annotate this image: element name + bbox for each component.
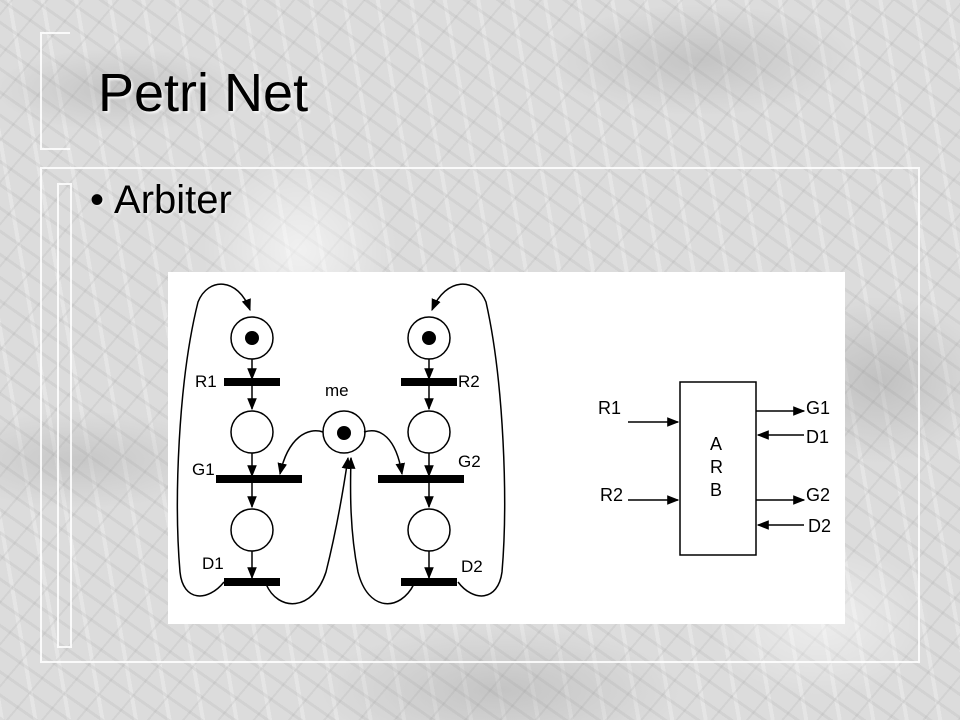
token-2 <box>422 331 436 345</box>
arbiter-letter-a: A <box>710 434 722 454</box>
decorative-frame-content <box>40 167 920 663</box>
arbiter-block: A R B R1 R2 G1 D1 G2 D2 <box>598 381 831 556</box>
diagram-panel: R1 R2 G1 G2 D1 D2 me A R B R1 R2 G1 D1 G <box>168 272 845 624</box>
label-d1: D1 <box>202 554 224 573</box>
arbiter-letter-b: B <box>710 480 722 500</box>
token-1 <box>245 331 259 345</box>
arbiter-input-r1: R1 <box>598 398 621 418</box>
decorative-frame-top <box>40 32 70 150</box>
bullet-text: Arbiter <box>114 178 232 222</box>
transition-d1 <box>224 578 280 586</box>
label-d2: D2 <box>461 557 483 576</box>
arbiter-input-r2: R2 <box>600 485 623 505</box>
arbiter-letter-r: R <box>710 457 723 477</box>
place-g1-pre <box>230 410 274 454</box>
place-g2-pre <box>407 410 451 454</box>
place-d1-pre <box>230 508 274 552</box>
tokens <box>245 331 436 440</box>
arbiter-input-d2: D2 <box>808 516 831 536</box>
transition-g2 <box>378 475 464 483</box>
petri-net-right-half <box>345 283 506 605</box>
transitions <box>216 378 464 586</box>
petri-net-diagram: R1 R2 G1 G2 D1 D2 me A R B R1 R2 G1 D1 G <box>176 283 831 605</box>
label-me: me <box>325 381 349 400</box>
arbiter-input-d1: D1 <box>806 427 829 447</box>
token-me <box>337 426 351 440</box>
decorative-frame-left-bar <box>57 183 72 648</box>
bullet-dot-icon: • <box>90 178 105 222</box>
transition-r1 <box>224 378 280 386</box>
transition-d2 <box>401 578 457 586</box>
label-g2: G2 <box>458 452 481 471</box>
arbiter-output-g2: G2 <box>806 485 830 505</box>
petri-net-left-half <box>176 283 352 605</box>
slide-title: Petri Net <box>98 63 309 123</box>
transition-r2 <box>401 378 457 386</box>
label-r2: R2 <box>458 372 480 391</box>
bullet-item: •Arbiter <box>90 178 232 223</box>
label-r1: R1 <box>195 372 217 391</box>
place-d2-pre <box>407 508 451 552</box>
arbiter-output-g1: G1 <box>806 398 830 418</box>
label-g1: G1 <box>192 460 215 479</box>
transition-g1 <box>216 475 302 483</box>
place-me <box>322 410 366 454</box>
